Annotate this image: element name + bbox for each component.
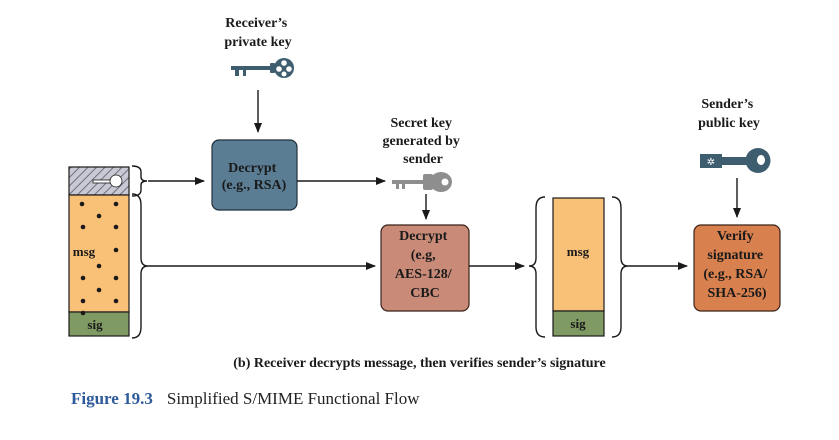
middle-sig-label: sig: [570, 316, 586, 331]
figure-title: Simplified S/MIME Functional Flow: [166, 389, 420, 408]
verify-line: SHA-256): [707, 286, 766, 301]
encryption-dots: [79, 201, 119, 316]
decrypt-rsa-line: (e.g., RSA): [222, 178, 287, 193]
encrypted-sig-block: [68, 311, 130, 337]
left-sig-label: sig: [87, 317, 103, 332]
sender-key-pattern-glyph: ✲: [707, 157, 715, 168]
secret-key-label-line: Secret key: [390, 116, 452, 131]
middle-left-brace: [528, 196, 546, 338]
diagram-subcaption: (b) Receiver decrypts message, then veri…: [233, 356, 606, 371]
decrypt-aes-line: AES-128/: [395, 267, 453, 282]
sender-public-key-icon: ✲: [700, 148, 771, 173]
sender-key-label-line: public key: [698, 116, 760, 131]
decrypt-rsa-box: Decrypt (e.g., RSA): [211, 139, 298, 211]
verify-signature-box: Verify signature (e.g., RSA/ SHA-256): [693, 224, 781, 312]
encrypted-key-icon: [92, 174, 123, 188]
decrypt-rsa-line: Decrypt: [228, 161, 277, 176]
left-key-brace: [131, 165, 148, 197]
verify-line: Verify: [717, 229, 754, 244]
decrypt-aes-line: CBC: [410, 286, 440, 301]
sender-key-label: Sender’s public key: [698, 97, 760, 131]
decrypt-aes-box: Decrypt (e.g, AES-128/ CBC: [380, 224, 470, 312]
secret-key-label: Secret key generated by sender: [383, 116, 464, 167]
sender-key-label-line: Sender’s: [701, 97, 753, 112]
secret-key-icon: [392, 172, 452, 192]
svg-text:Decrypt (e.g, AES-: Decrypt (e.g, AES-128/ CBC: [395, 229, 455, 301]
svg-text:Decrypt (e.g., RSA): Decrypt (e.g., RSA): [222, 161, 287, 193]
receiver-key-label-line: Receiver’s: [225, 16, 287, 31]
decrypt-aes-line: (e.g,: [411, 248, 436, 263]
receiver-private-key-icon: [231, 58, 294, 78]
middle-msg-label: msg: [567, 244, 590, 259]
left-msg-label: msg: [73, 244, 96, 259]
decrypted-msg-block: [552, 197, 605, 312]
verify-line: signature: [707, 248, 763, 263]
verify-line: (e.g., RSA/: [703, 267, 768, 282]
left-body-brace: [131, 193, 149, 339]
decrypted-sig-block: [552, 310, 605, 337]
encrypted-message-stack: msg sig: [68, 166, 130, 337]
figure-number: Figure 19.3: [71, 389, 153, 408]
middle-right-brace: [611, 196, 629, 338]
svg-text:Verify signature (: Verify signature (e.g., RSA/ SHA-256): [703, 229, 770, 301]
secret-key-label-line: generated by: [383, 134, 460, 149]
receiver-key-label: Receiver’s private key: [224, 16, 291, 50]
figure-caption: Figure 19.3 Simplified S/MIME Functional …: [71, 389, 420, 409]
receiver-key-label-line: private key: [224, 35, 291, 50]
decrypted-message-stack: msg sig: [552, 197, 605, 337]
decrypt-aes-line: Decrypt: [399, 229, 448, 244]
secret-key-label-line: sender: [403, 152, 443, 167]
